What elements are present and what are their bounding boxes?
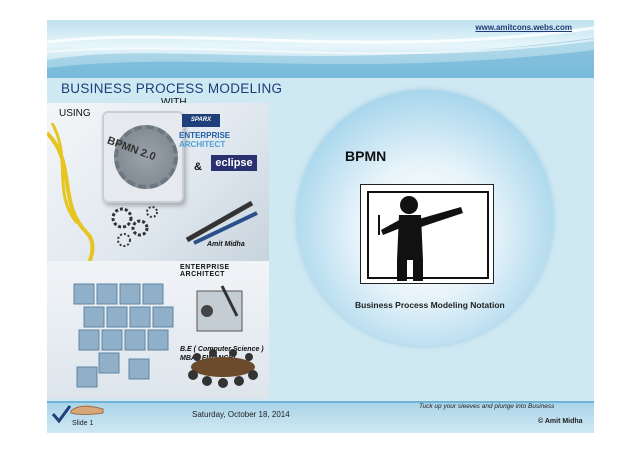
- slide-date: Saturday, October 18, 2014: [192, 410, 290, 419]
- sparx-logo: SPARX: [182, 114, 220, 127]
- header-banner: www.amitcons.webs.com: [47, 20, 594, 78]
- enterprise-architect-logo: ENTERPRISE ARCHITECT: [179, 131, 230, 149]
- meeting-room: [188, 349, 258, 388]
- wave-decoration: [47, 26, 594, 78]
- pens-graphic: [185, 200, 258, 245]
- footer: Slide 1 Saturday, October 18, 2014 Tuck …: [47, 401, 594, 433]
- ea-logo-line2: ARCHITECT: [179, 140, 226, 149]
- gears-icon: [111, 206, 158, 247]
- website-link[interactable]: www.amitcons.webs.com: [475, 23, 572, 32]
- presenter-icon: [378, 196, 463, 281]
- ea-logo-line1: ENTERPRISE: [179, 131, 231, 140]
- architect-figure: [196, 285, 243, 332]
- copyright: © Amit Midha: [538, 418, 583, 425]
- tools-image: BPMN 2.0 SPARX ENTERPRISE ARCHITECT & ec…: [47, 103, 269, 273]
- with-text: WITH: [161, 97, 187, 108]
- slide: www.amitcons.webs.com BUSINESS PROCESS M…: [47, 20, 594, 433]
- using-text: USING: [59, 108, 91, 119]
- ampersand: &: [194, 161, 202, 173]
- architecture-image: ENTERPRISE ARCHITECT B.E ( Computer Scie…: [47, 261, 269, 399]
- checkmark-icon: [51, 405, 71, 424]
- author-name: Amit Midha: [207, 241, 245, 248]
- slide-number: Slide 1: [72, 420, 94, 427]
- presenter-image: [360, 184, 494, 284]
- cable-graphic: [47, 123, 95, 273]
- ea-label: ENTERPRISE ARCHITECT: [180, 264, 230, 278]
- left-title: BUSINESS PROCESS MODELING: [61, 81, 283, 96]
- edu-line1: B.E ( Computer Science ): [180, 346, 264, 353]
- eclipse-logo: eclipse: [211, 155, 257, 171]
- footer-divider: [47, 401, 594, 403]
- hand-icon: [70, 405, 104, 415]
- cubes-graphic: [73, 283, 174, 388]
- monitor-graphic: BPMN 2.0: [102, 111, 184, 203]
- bpmn-subtitle: Business Process Modeling Notation: [355, 300, 505, 310]
- gear-icon: [114, 125, 178, 189]
- bpmn-title: BPMN: [345, 148, 387, 164]
- whiteboard: [367, 191, 489, 279]
- tagline: Tuck up your sleeves and plunge into Bus…: [419, 403, 555, 410]
